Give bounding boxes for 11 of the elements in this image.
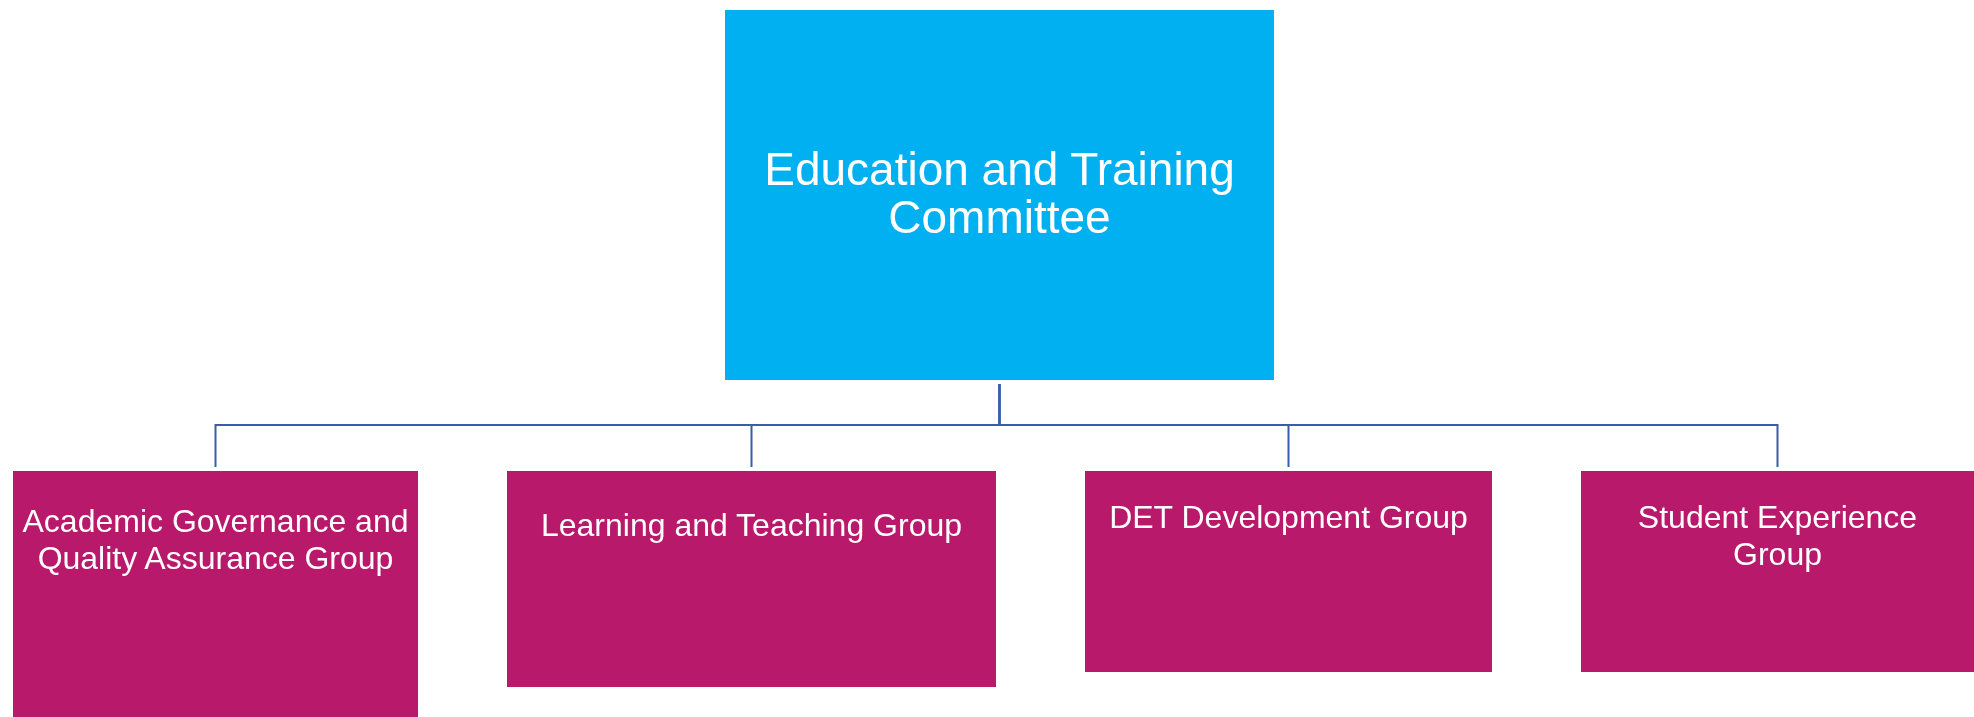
committee-title: Education and Training Committee bbox=[763, 145, 1236, 242]
group-box bbox=[1581, 471, 1974, 672]
connector-line bbox=[998, 383, 1779, 468]
group-box bbox=[507, 471, 996, 687]
group-title: Learning and Teaching Group bbox=[540, 507, 963, 544]
group-box bbox=[13, 471, 418, 717]
committee-box bbox=[725, 10, 1274, 380]
group-title: Academic Governance and Quality Assurance Group bbox=[21, 503, 410, 577]
group-box bbox=[1085, 471, 1492, 672]
group-title: DET Development Group bbox=[1109, 499, 1468, 536]
group-title: Student Experience Group bbox=[1636, 499, 1919, 573]
